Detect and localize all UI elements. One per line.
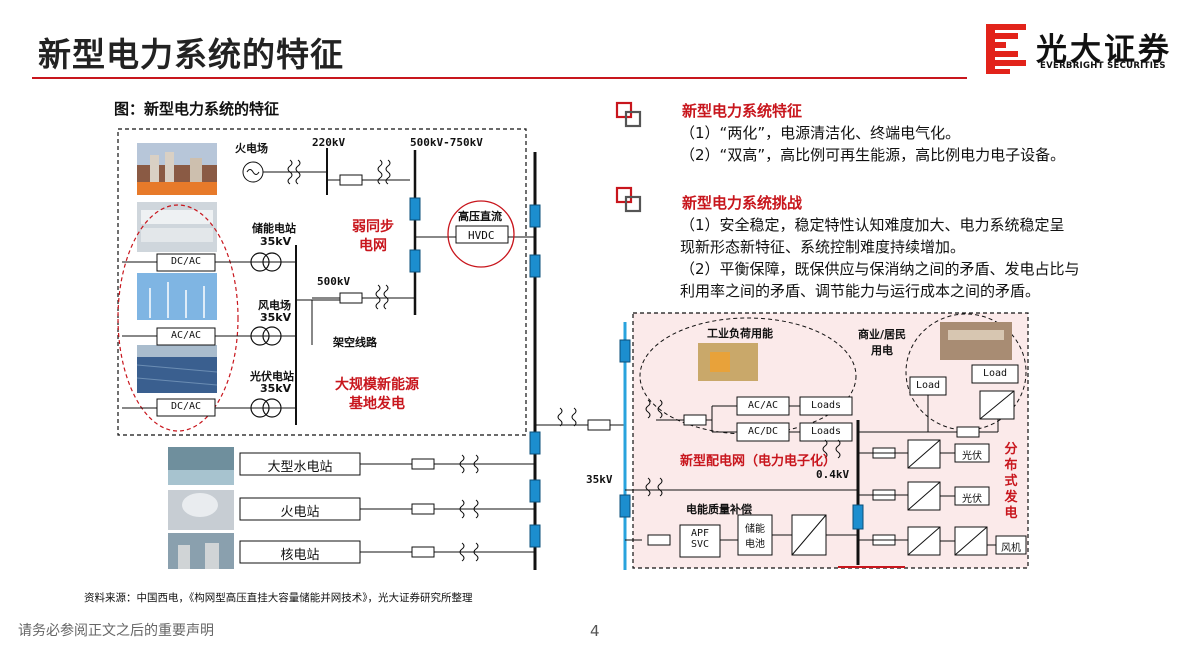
label-large-scale: 大规模新能源基地发电	[335, 377, 419, 412]
hvdc-box	[455, 225, 509, 244]
load-1-label: Load	[915, 380, 941, 391]
nuclear-photo	[168, 533, 234, 569]
bullet-icon-2	[615, 186, 642, 213]
loads-2-label: Loads	[810, 426, 842, 437]
figure-title: 图：新型电力系统的特征	[114, 100, 280, 118]
label-fire-plant: 火电场	[235, 142, 268, 155]
hydro-photo	[168, 447, 234, 485]
page-title: 新型电力系统的特征	[38, 35, 344, 74]
label-distributed-gen: 分布式发电	[1004, 442, 1018, 521]
fire-plant-photo	[137, 143, 217, 195]
label-wind-farm: 风电场	[258, 299, 291, 312]
challenge-line-4: 利用率之间的矛盾、调节能力与运行成本之间的矛盾。	[680, 282, 1041, 300]
nuclear-station-label: 核电站	[280, 548, 320, 563]
acac-dist-label: AC/AC	[747, 400, 779, 411]
pv-1-label: 光伏	[962, 451, 982, 462]
label-wind-kv: 35kV	[260, 311, 292, 324]
challenge-line-1: （1）安全稳定，稳定特性认知难度加大、电力系统稳定呈	[680, 216, 1065, 234]
wind-machine-label: 风机	[1001, 543, 1021, 554]
label-pv-kv: 35kV	[260, 382, 292, 395]
pv-2-label: 光伏	[962, 494, 982, 505]
thermal-photo	[168, 490, 234, 530]
disclaimer-link[interactable]: 请务必参阅正文之后的重要声明	[18, 623, 214, 639]
feature-item-1: （1）“两化”，电源清洁化、终端电气化。	[680, 124, 961, 142]
storage-photo	[137, 202, 217, 252]
title-underline	[32, 77, 967, 79]
label-power-quality: 电能质量补偿	[686, 503, 752, 516]
challenge-line-3: （2）平衡保障，既保供应与保消纳之间的矛盾、发电占比与	[680, 260, 1080, 278]
load-2-label: Load	[982, 368, 1008, 379]
label-commercial: 商业/居民用电	[858, 328, 907, 357]
wind-farm-photo	[137, 273, 217, 320]
commercial-photo	[940, 322, 1012, 360]
label-storage-kv: 35kV	[260, 235, 292, 248]
label-500-750kv: 500kV-750kV	[410, 136, 483, 149]
label-overhead-line: 架空线路	[333, 336, 377, 349]
generation-base-frame	[117, 128, 527, 436]
challenge-line-2: 现新形态新特征、系统控制难度持续增加。	[680, 238, 966, 256]
label-35kv-main: 35kV	[586, 473, 613, 486]
label-new-dist-grid: 新型配电网（电力电子化）	[680, 454, 837, 469]
loads-1-label: Loads	[810, 400, 842, 411]
thermal-station-label: 火电站	[280, 505, 320, 520]
label-industrial-load: 工业负荷用能	[707, 327, 773, 340]
label-weak-sync: 弱同步电网	[352, 219, 394, 254]
dcac-box-2-label: DC/AC	[170, 401, 202, 412]
bullet-icon-1	[615, 101, 642, 128]
logo-text-en: EVERBRIGHT SECURITIES	[1040, 61, 1166, 71]
label-hv-dc: 高压直流	[458, 210, 502, 223]
features-heading: 新型电力系统特征	[682, 102, 803, 120]
label-500kv: 500kV	[317, 275, 351, 288]
source-note: 资料来源：中国西电，《构网型高压直挂大容量储能并网技术》，光大证券研究所整理	[84, 592, 473, 604]
hydro-station-label: 大型水电站	[267, 460, 333, 475]
acac-box-label: AC/AC	[170, 330, 202, 341]
hvdc-box-label: HVDC	[468, 229, 495, 242]
feature-item-2: （2）“双高”，高比例可再生能源，高比例电力电子设备。	[680, 146, 1066, 164]
challenges-heading: 新型电力系统挑战	[682, 194, 803, 212]
storage-battery-label: 储能电池	[745, 524, 765, 550]
logo-text-cn: 光大证券	[1036, 32, 1172, 68]
label-0-4kv: 0.4kV	[816, 468, 850, 481]
label-storage-station: 储能电站	[252, 222, 296, 235]
label-pv-station: 光伏电站	[250, 370, 294, 383]
label-220kv: 220kV	[312, 136, 346, 149]
page-number: 4	[590, 622, 600, 640]
pv-photo	[136, 345, 218, 393]
everbright-logo-icon	[986, 24, 1026, 74]
dcac-box-1-label: DC/AC	[170, 256, 202, 267]
acdc-dist-label: AC/DC	[747, 426, 779, 437]
renewables-highlight	[117, 204, 239, 432]
